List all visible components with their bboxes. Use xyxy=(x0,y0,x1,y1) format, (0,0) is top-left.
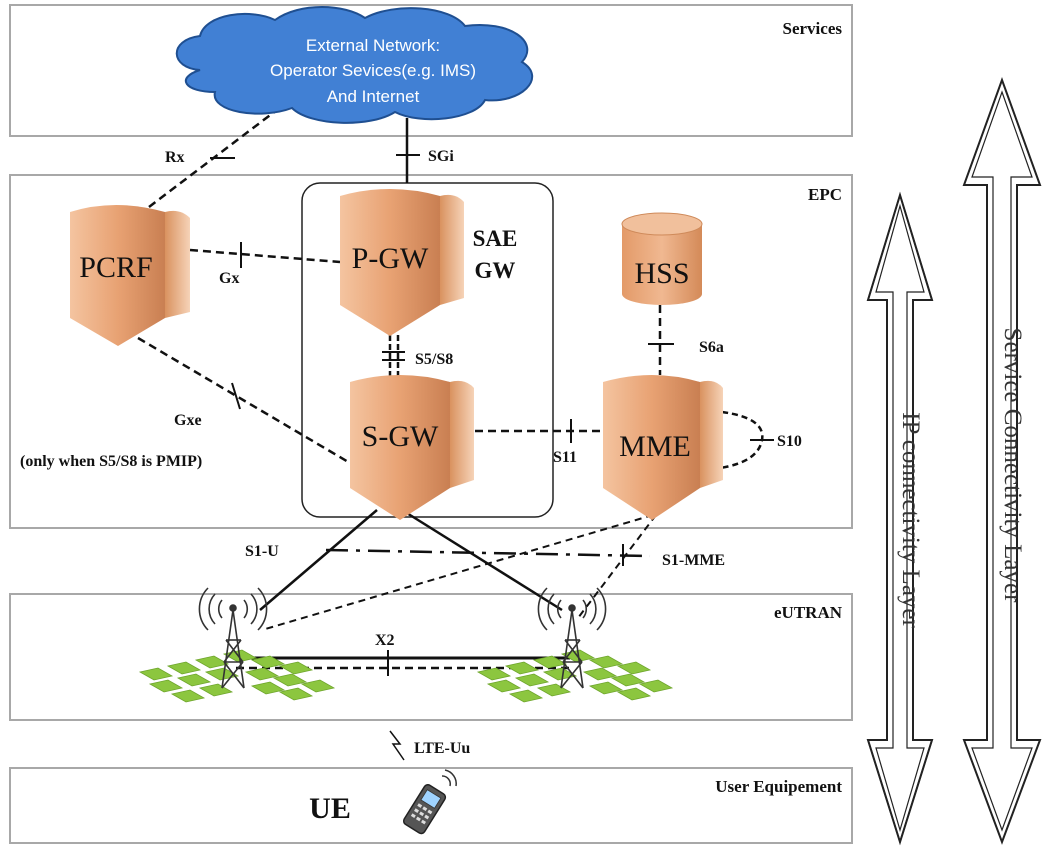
mme-node: MME xyxy=(603,375,723,520)
connections xyxy=(137,99,774,761)
lte-uu-label: LTE-Uu xyxy=(414,740,470,757)
sae-gw-box xyxy=(301,182,554,518)
enodeb-right xyxy=(476,587,674,703)
sgi-label: SGi xyxy=(428,148,454,165)
ue-label: UE xyxy=(309,792,351,825)
eutran-layer-box xyxy=(9,593,853,721)
s11-label: S11 xyxy=(553,449,577,466)
cell-tower-left-icon xyxy=(198,587,268,689)
s10-label: S10 xyxy=(777,433,802,450)
cloud-line-1: External Network: xyxy=(306,36,440,55)
epc-layer-title: EPC xyxy=(808,185,842,204)
pgw-label: P-GW xyxy=(352,242,429,275)
ue-layer-title: User Equipement xyxy=(715,777,842,796)
s6a-label: S6a xyxy=(699,339,724,356)
cloud-line-3: And Internet xyxy=(327,87,420,106)
gxe-note: (only when S5/S8 is PMIP) xyxy=(20,453,202,470)
s1mme-link-left xyxy=(261,514,654,631)
pcrf-label: PCRF xyxy=(79,251,152,284)
hss-label: HSS xyxy=(634,257,689,290)
gx-label: Gx xyxy=(219,270,239,287)
cell-tower-right-icon xyxy=(537,587,607,689)
gxe-link xyxy=(137,336,351,465)
sgw-label: S-GW xyxy=(362,420,439,453)
pgw-node: P-GW xyxy=(340,189,464,336)
services-layer-title: Services xyxy=(783,19,843,38)
mme-label: MME xyxy=(619,430,691,463)
s1mme-link-right xyxy=(577,514,657,619)
lte-uu-bolt xyxy=(389,730,405,761)
gx-link xyxy=(189,248,341,264)
s1-legend-line xyxy=(325,548,651,558)
ip-arrow-inner-outline xyxy=(875,203,925,833)
service-connectivity-arrow xyxy=(962,77,1042,845)
services-layer-box xyxy=(9,4,853,137)
ue-layer-box xyxy=(9,767,853,844)
sae-gw-label-line-1: SAE xyxy=(473,226,518,251)
eutran-layer-title: eUTRAN xyxy=(774,603,843,622)
ip-connectivity-layer-label: IP connectivity Layer xyxy=(897,412,924,628)
rx-link xyxy=(144,99,291,211)
s1mme-label: S1-MME xyxy=(662,552,725,569)
external-network-cloud: External Network: Operator Sevices(e.g. … xyxy=(175,6,534,124)
s5s8-label: S5/S8 xyxy=(415,351,453,368)
ip-connectivity-arrow xyxy=(866,191,934,846)
sgw-node: S-GW xyxy=(350,375,474,520)
mobile-phone-icon xyxy=(402,769,457,835)
s1u-link-right xyxy=(401,508,563,612)
pcrf-node: PCRF xyxy=(70,205,190,346)
service-arrow-inner-outline xyxy=(971,90,1033,832)
service-connectivity-layer-label: Service Connectivity Layer xyxy=(999,328,1026,604)
cloud-line-2: Operator Sevices(e.g. IMS) xyxy=(270,61,476,80)
gxe-label: Gxe xyxy=(174,412,202,429)
hss-node: HSS xyxy=(621,212,703,305)
gxe-tick xyxy=(231,382,241,410)
rx-label: Rx xyxy=(165,149,185,166)
x2-label: X2 xyxy=(375,632,395,649)
s1u-label: S1-U xyxy=(245,543,279,560)
s1u-link-left xyxy=(259,509,378,611)
sae-gw-label-line-2: GW xyxy=(475,258,516,283)
enodeb-left xyxy=(138,587,336,703)
